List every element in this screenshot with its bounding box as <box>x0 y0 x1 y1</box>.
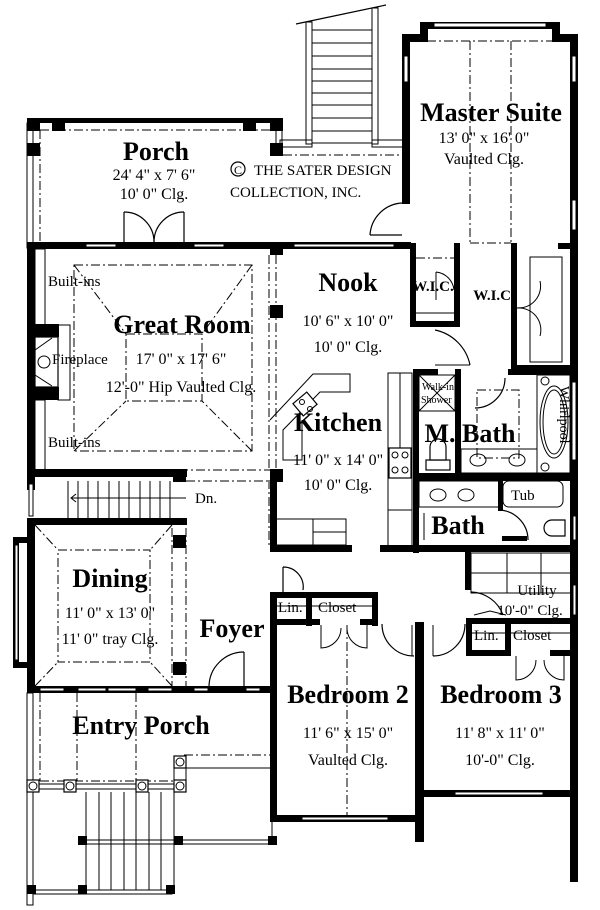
room-size-kitchen: 11' 0" x 14' 0" <box>293 452 383 469</box>
label-fireplace: Fireplace <box>52 352 108 368</box>
room-size-nook: 10' 6" x 10' 0" <box>303 313 394 330</box>
room-ceiling-porch: 10' 0" Clg. <box>120 186 189 203</box>
room-name-dining: Dining <box>72 564 147 593</box>
room-size-bedroom-2: 11' 6" x 15' 0" <box>303 725 393 742</box>
walk-in-closets: W.I.C. W.I.C. <box>410 243 578 371</box>
copyright-line-2: COLLECTION, INC. <box>230 185 361 201</box>
copyright-line-1: THE SATER DESIGN <box>254 163 392 179</box>
room-name-master-suite: Master Suite <box>420 98 562 127</box>
kitchen: Kitchen 11' 0" x 14' 0" 10' 0" Clg. <box>269 372 420 552</box>
room-name-foyer: Foyer <box>200 614 265 643</box>
copyright-symbol: C <box>234 163 242 177</box>
entry-columns <box>26 755 187 793</box>
room-ceiling-bedroom-3: 10'-0" Clg. <box>465 752 535 769</box>
room-ceiling-master-suite: Vaulted Clg. <box>444 151 524 168</box>
dining: Dining 11' 0" x 13' 0" 11' 0" tray Clg. <box>13 518 277 693</box>
room-size-great-room: 17' 0" x 17' 6" <box>136 351 227 368</box>
room-name-kitchen: Kitchen <box>294 408 383 437</box>
label-linen-1: Lin. <box>278 600 303 616</box>
label-tub: Tub <box>511 488 535 504</box>
room-name-porch: Porch <box>123 137 189 166</box>
foyer: Foyer <box>200 614 265 688</box>
great-room: Built-ins Built-ins Fireplace Great Room… <box>48 264 256 452</box>
room-size-dining: 11' 0" x 13' 0" <box>65 605 155 622</box>
master-suite: Master Suite 13' 0" x 16' 0" Vaulted Clg… <box>369 22 578 374</box>
label-whirlpool: Whirlpool <box>556 386 571 444</box>
room-size-porch: 24' 4" x 7' 6" <box>113 167 196 184</box>
room-name-great-room: Great Room <box>113 310 251 339</box>
label-closet-2: Closet <box>513 628 552 644</box>
bedroom-2: Bedroom 2 11' 6" x 15' 0" Vaulted Clg. <box>270 625 424 822</box>
room-name-bath: Bath <box>431 511 485 540</box>
label-closet-1: Closet <box>318 600 357 616</box>
porch: Porch 24' 4" x 7' 6" 10' 0" Clg. <box>26 118 405 249</box>
label-walk-in-shower-1: Walk-in <box>422 382 454 393</box>
hall-closets: Lin. Closet Lin. Closet <box>270 566 578 842</box>
label-wic-1: W.I.C. <box>412 279 454 295</box>
bedroom-3: Bedroom 3 11' 8" x 11' 0" 10'-0" Clg. <box>415 680 578 797</box>
room-size-master-suite: 13' 0" x 16' 0" <box>439 130 530 147</box>
label-stairs-down: Dn. <box>195 491 217 507</box>
room-name-m-bath: M. Bath <box>425 419 517 448</box>
room-ceiling-bedroom-2: Vaulted Clg. <box>308 752 388 769</box>
room-name-bedroom-3: Bedroom 3 <box>440 680 562 709</box>
room-ceiling-nook: 10' 0" Clg. <box>314 339 383 356</box>
utility: Utility 10'-0" Clg. <box>465 552 578 882</box>
room-ceiling-utility: 10'-0" Clg. <box>497 603 563 619</box>
copyright-notice: C THE SATER DESIGN COLLECTION, INC. <box>230 161 392 201</box>
bath: Tub Bath <box>413 473 578 553</box>
interior-stairs: Dn. <box>27 481 217 525</box>
room-ceiling-dining: 11' 0" tray Clg. <box>62 631 159 648</box>
label-linen-2: Lin. <box>474 628 499 644</box>
nook: Nook 10' 6" x 10' 0" 10' 0" Clg. <box>303 268 394 356</box>
room-ceiling-great-room: 12'-0" Hip Vaulted Clg. <box>106 379 256 396</box>
entry-porch: Entry Porch <box>26 692 277 906</box>
exterior-walls <box>27 242 411 545</box>
label-walk-in-shower-2: Shower <box>421 395 452 406</box>
room-name-utility: Utility <box>517 583 557 599</box>
room-ceiling-kitchen: 10' 0" Clg. <box>304 477 373 494</box>
room-name-nook: Nook <box>318 268 378 297</box>
room-name-bedroom-2: Bedroom 2 <box>287 680 409 709</box>
room-size-bedroom-3: 11' 8" x 11' 0" <box>455 725 545 742</box>
label-built-ins-top: Built-ins <box>48 274 101 290</box>
room-name-entry-porch: Entry Porch <box>72 711 210 740</box>
label-built-ins-bottom: Built-ins <box>48 435 101 451</box>
rear-stairs <box>279 4 405 148</box>
label-wic-2: W.I.C. <box>473 288 515 304</box>
master-bath: Walk-in Shower Whirlpool M. Bath <box>413 369 578 552</box>
